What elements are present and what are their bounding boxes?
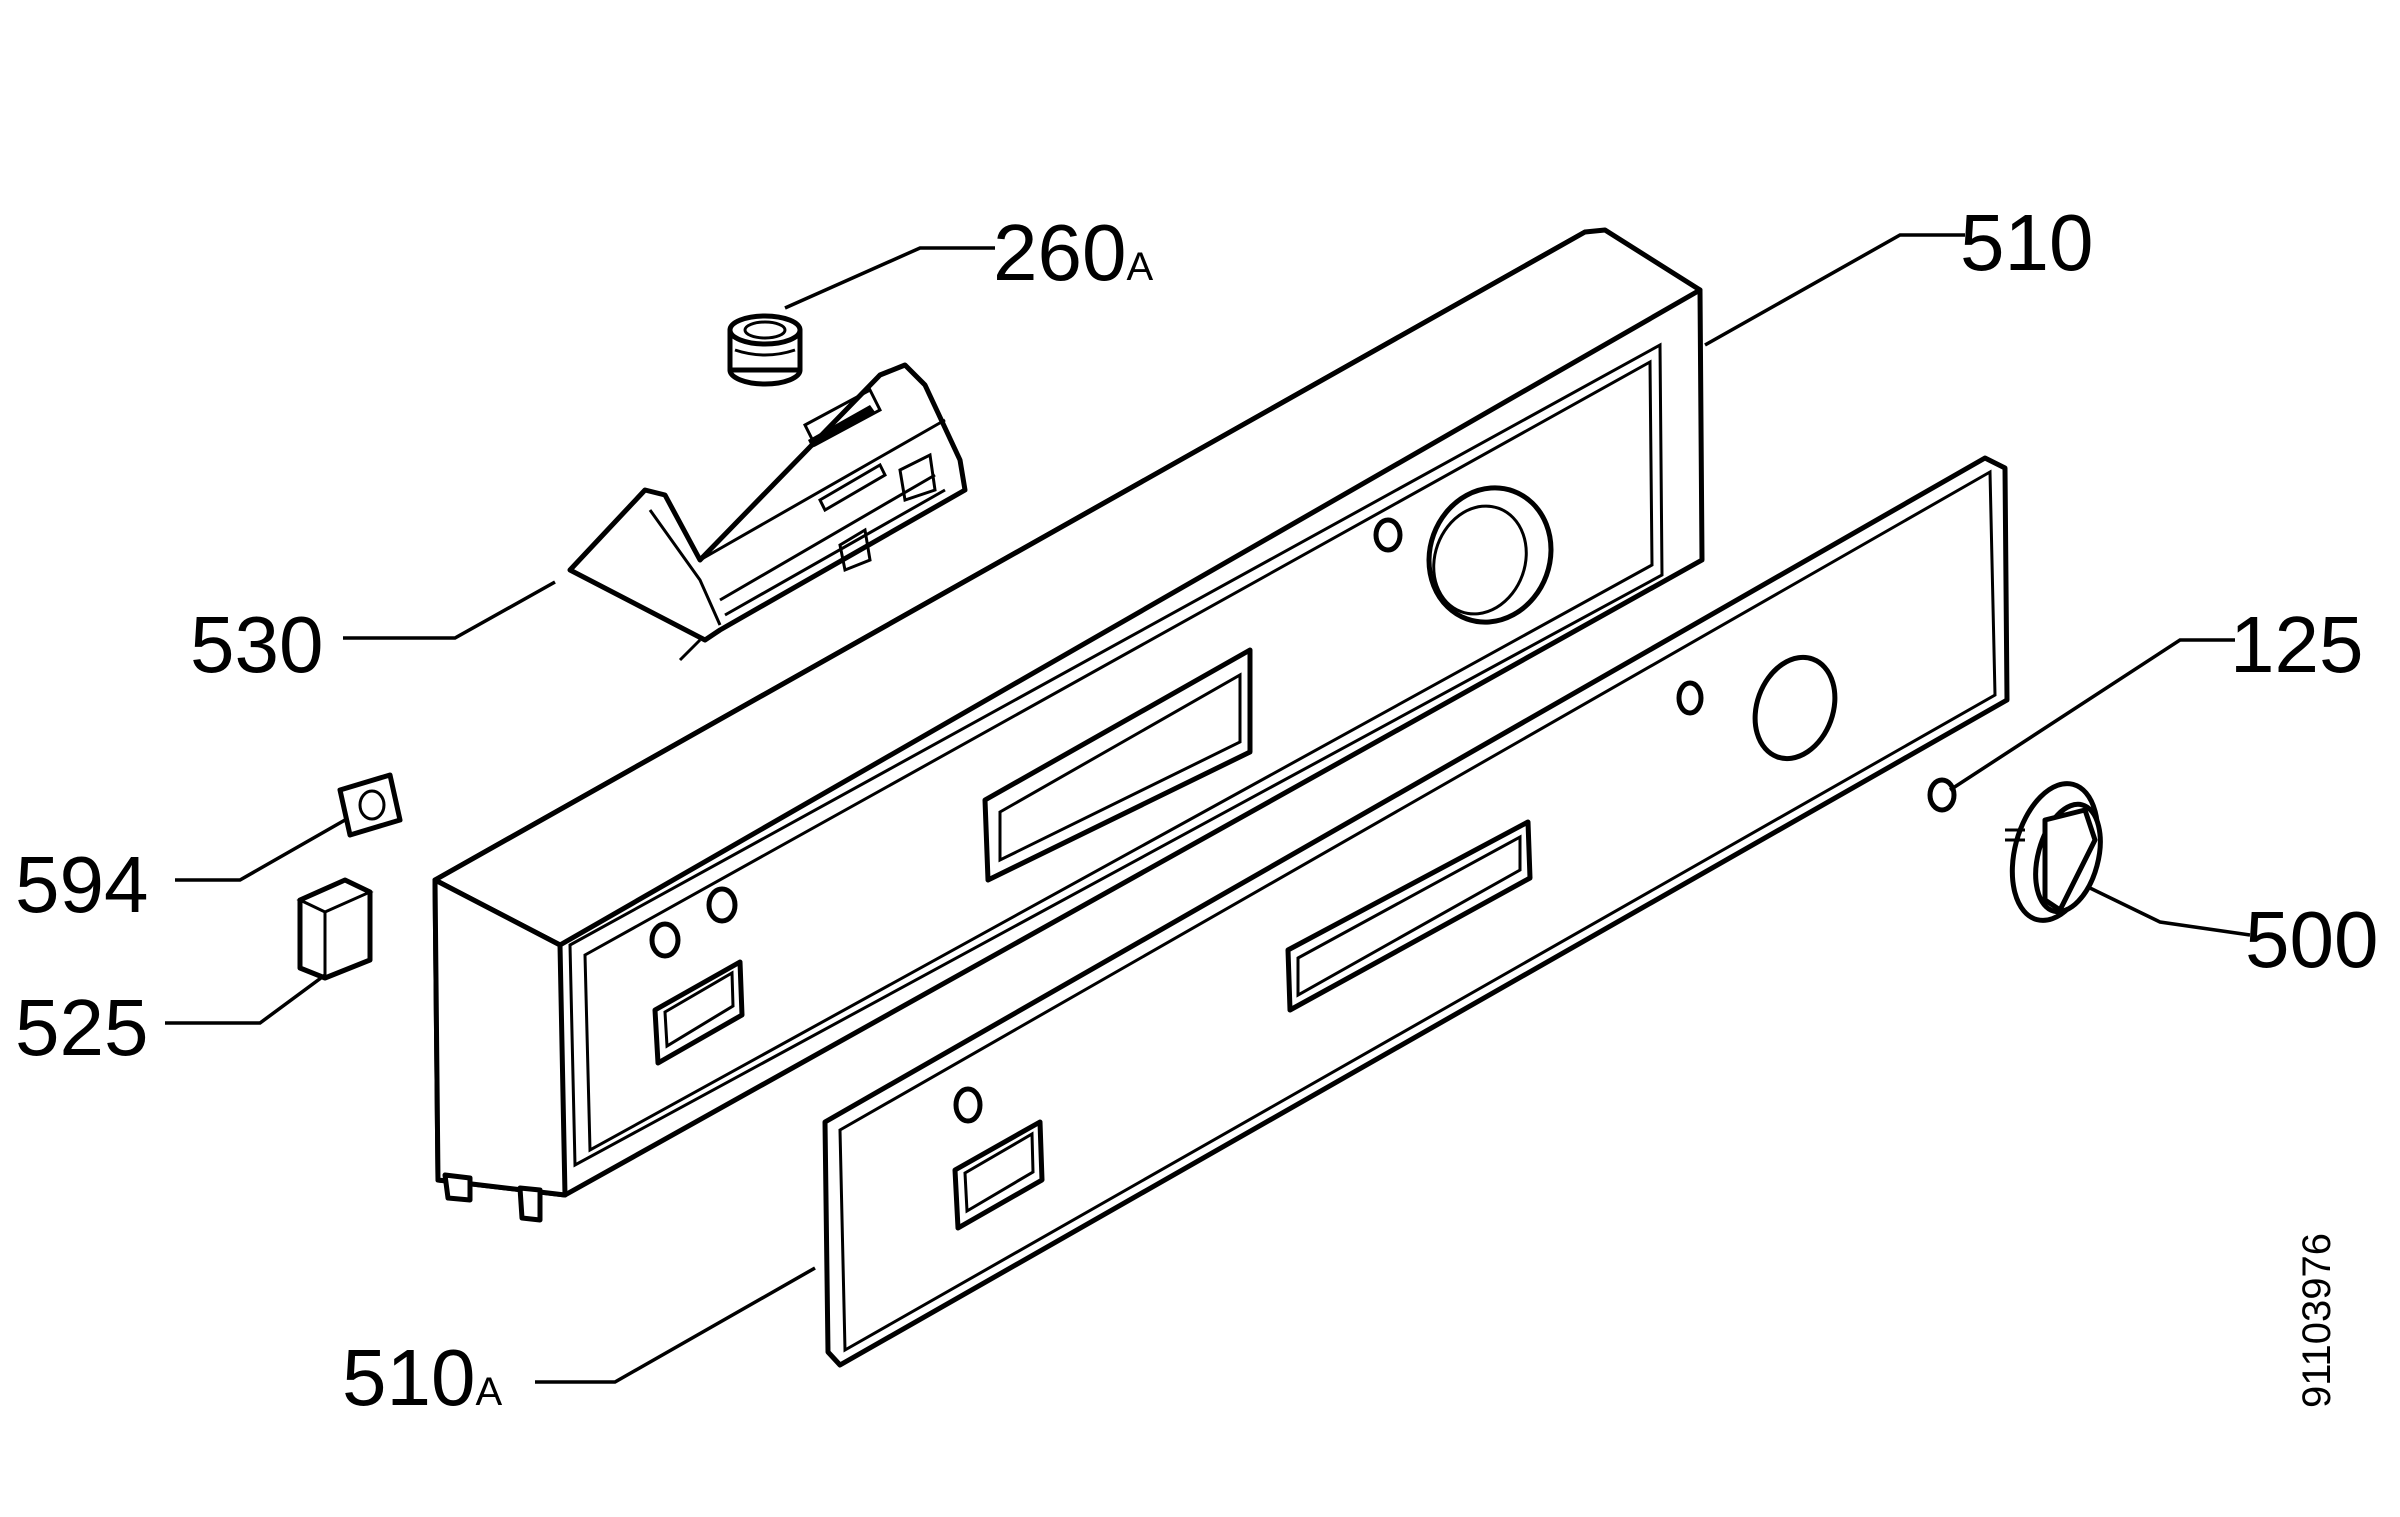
- svg-text:260A: 260A: [993, 208, 1153, 297]
- part-594-clip: [337, 772, 403, 838]
- svg-text:525: 525: [15, 983, 148, 1072]
- part-525-push-button: [296, 877, 374, 981]
- callout-125: 125: [2230, 600, 2363, 689]
- svg-text:125: 125: [2230, 600, 2363, 689]
- part-530-dispenser-housing: [567, 362, 968, 662]
- callout-525: 525: [15, 983, 148, 1072]
- leader-lines: [165, 233, 2251, 1384]
- part-125-screw: [1927, 777, 1957, 813]
- svg-text:500: 500: [2245, 895, 2378, 984]
- callout-500: 500: [2245, 895, 2378, 984]
- part-510-control-panel: [432, 227, 1705, 1223]
- callout-260a: 260A: [993, 208, 1153, 297]
- callout-510a: 510A: [342, 1333, 502, 1422]
- svg-text:530: 530: [190, 600, 323, 689]
- callout-530: 530: [190, 600, 323, 689]
- svg-text:510: 510: [1960, 198, 2093, 287]
- drawing-number: 91103976: [2295, 1233, 2339, 1408]
- callout-594: 594: [15, 840, 148, 929]
- svg-text:510A: 510A: [342, 1333, 502, 1422]
- part-260a-bushing: [727, 313, 803, 387]
- part-500-knob: [2005, 781, 2103, 923]
- svg-text:594: 594: [15, 840, 148, 929]
- part-510a-front-fascia: [822, 455, 2010, 1368]
- callout-510: 510: [1960, 198, 2093, 287]
